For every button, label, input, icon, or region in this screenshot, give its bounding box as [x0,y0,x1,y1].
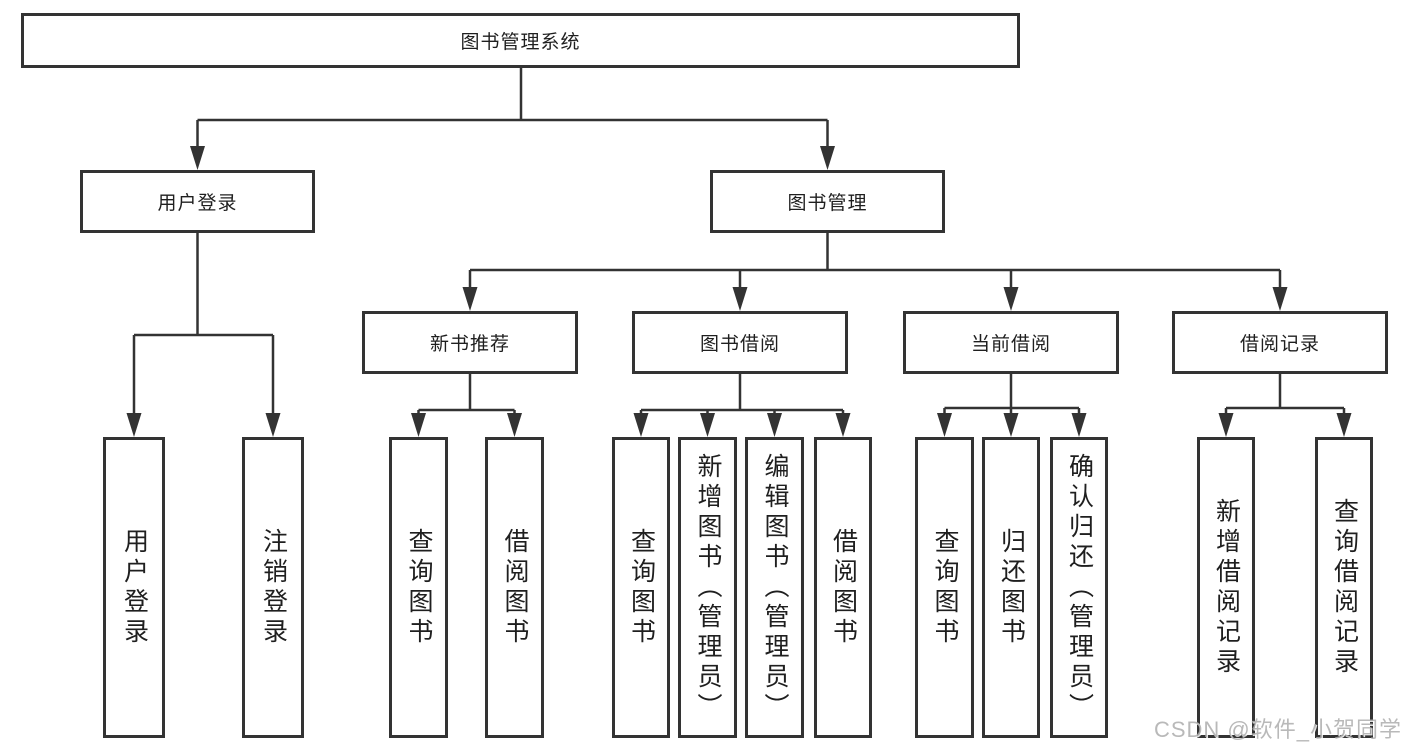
node-label: 新书推荐 [429,334,510,355]
node-label: 图书借阅 [699,334,780,355]
leaf-borrow-query-books: 查询图书 [612,437,670,738]
node-user-login: 用户登录 [80,170,315,233]
leaf-borrow-borrow-books: 借阅图书 [814,437,872,738]
node-book-management: 图书管理 [710,170,945,233]
node-label: 图书管理系统 [460,32,581,53]
leaf-user-login: 用户登录 [103,437,165,738]
leaf-label: 归还图书 [997,527,1026,648]
leaf-label: 查询图书 [405,527,433,648]
leaf-current-return-books: 归还图书 [982,437,1040,738]
node-label: 借阅记录 [1239,334,1320,355]
node-label: 图书管理 [787,193,868,214]
node-borrowing-records: 借阅记录 [1172,311,1388,374]
leaf-records-query-record: 查询借阅记录 [1315,437,1373,738]
node-label: 当前借阅 [970,334,1051,355]
leaf-label: 新增借阅记录 [1212,497,1241,678]
leaf-borrow-edit-books-admin: 编辑图书（管理员） [745,437,804,738]
leaf-logout: 注销登录 [242,437,304,738]
node-book-borrowing: 图书借阅 [632,311,848,374]
node-current-borrowing: 当前借阅 [903,311,1119,374]
leaf-label: 新增图书（管理员） [694,452,722,723]
leaf-label: 借阅图书 [501,527,529,648]
leaf-label: 注销登录 [259,527,288,648]
leaf-label: 用户登录 [120,527,149,648]
leaf-newbook-borrow-books: 借阅图书 [485,437,544,738]
leaf-newbook-query-books: 查询图书 [389,437,448,738]
node-root-library-system: 图书管理系统 [21,13,1020,68]
node-new-book-recommend: 新书推荐 [362,311,578,374]
leaf-current-confirm-return-admin: 确认归还（管理员） [1050,437,1108,738]
node-label: 用户登录 [157,193,238,214]
leaf-label: 编辑图书（管理员） [761,452,789,723]
leaf-borrow-add-books-admin: 新增图书（管理员） [678,437,737,738]
leaf-label: 查询借阅记录 [1330,497,1359,678]
leaf-label: 查询图书 [931,527,959,648]
leaf-label: 借阅图书 [829,527,858,648]
connector-lines [132,68,1346,417]
leaf-current-query-books: 查询图书 [915,437,974,738]
leaf-label: 确认归还（管理员） [1065,452,1094,723]
arrowhead-icons [126,146,1352,437]
leaf-records-add-record: 新增借阅记录 [1197,437,1255,738]
leaf-label: 查询图书 [627,527,656,648]
